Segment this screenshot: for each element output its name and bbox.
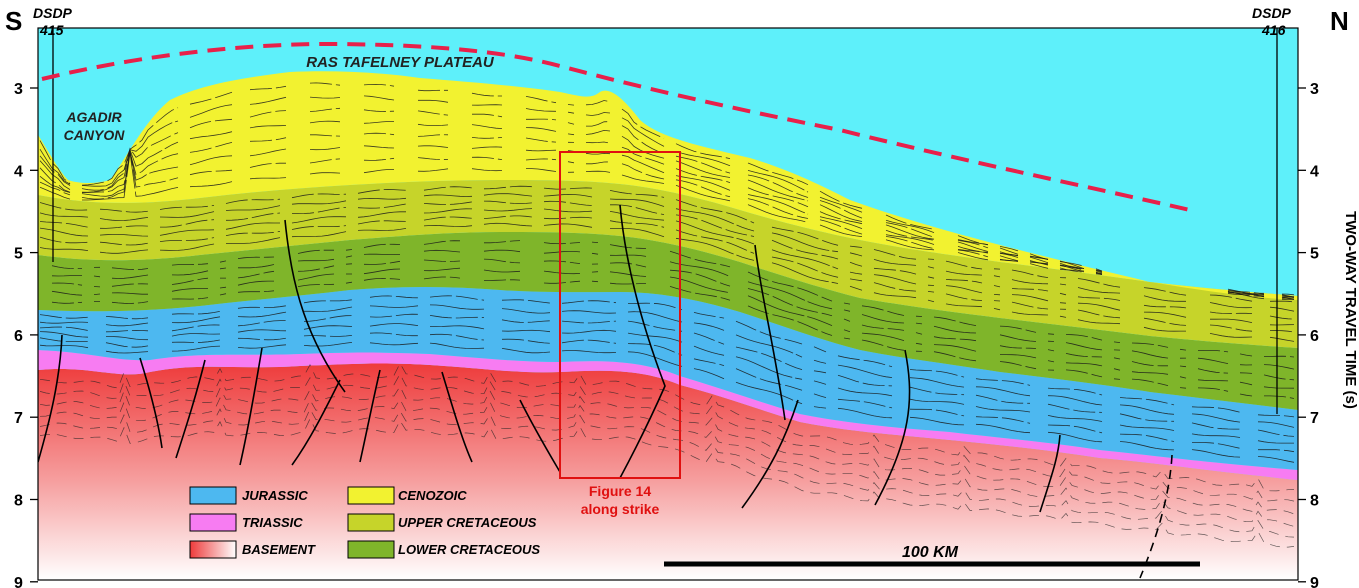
basement-reflector <box>39 418 1295 548</box>
fault-line <box>239 347 263 466</box>
tick-label-right: 6 <box>1310 328 1319 345</box>
basement-reflector <box>39 362 1295 492</box>
tick-label-right: 8 <box>1310 493 1319 510</box>
axis-ticks: 3 3 4 4 5 5 6 6 7 7 8 8 9 9 <box>14 81 1319 588</box>
seismic-reflectors <box>39 82 1295 548</box>
fault-line <box>359 369 381 463</box>
reflector-line <box>51 267 1295 389</box>
tick-label-left: 3 <box>14 81 23 98</box>
tick-label-right: 4 <box>1310 163 1319 180</box>
canyon-label-line1: AGADIR <box>65 109 122 125</box>
reflector-line <box>39 185 1295 303</box>
tick-label-left: 5 <box>14 246 23 263</box>
fault-line <box>38 334 63 463</box>
reflector-line <box>51 240 1295 358</box>
reflector-line <box>39 295 1295 418</box>
fault-line <box>874 349 911 506</box>
fault-line <box>741 399 799 509</box>
strata <box>38 28 1298 580</box>
south-label: S <box>5 6 22 36</box>
fault-line <box>441 371 473 463</box>
tick-label-left: 7 <box>14 410 23 427</box>
fault-line <box>519 399 561 473</box>
legend-swatch-upper-cretaceous <box>347 513 395 532</box>
figure-14-box <box>559 151 681 479</box>
reflector-line <box>39 82 1295 296</box>
triassic-unit <box>38 350 1298 480</box>
reflector-line <box>39 193 1295 312</box>
fault-line <box>139 357 163 449</box>
legend-label-upper-cretaceous: UPPER CRETACEOUS <box>398 515 537 530</box>
canyon-label-line2: CANYON <box>64 127 126 143</box>
well-415-name: DSDP <box>33 5 73 21</box>
reflector-line <box>39 304 1295 428</box>
reflector-line <box>39 215 1295 333</box>
legend-swatch-triassic <box>189 513 237 532</box>
fault-line <box>175 359 206 459</box>
reflector-line <box>39 120 1295 298</box>
fault-line <box>1039 434 1061 513</box>
reflector-line <box>51 276 1295 399</box>
legend-swatch-cenozoic <box>347 486 395 505</box>
basement-reflector <box>39 385 1295 515</box>
reflector-line <box>39 95 1295 298</box>
fault-line <box>291 379 341 466</box>
reflector-line <box>39 200 1295 320</box>
fault-line <box>754 244 786 421</box>
cenozoic-unit <box>38 71 1298 300</box>
reflector-line <box>39 208 1295 326</box>
upper-cretaceous-unit <box>38 180 1298 348</box>
scale-label: 100 KM <box>902 544 959 561</box>
reflector-line <box>51 249 1295 370</box>
north-label: N <box>1330 6 1349 36</box>
legend-swatch-lower-cretaceous <box>347 540 395 559</box>
reflector-line <box>39 152 1294 300</box>
tick-label-right: 3 <box>1310 81 1319 98</box>
fault-line <box>284 219 346 393</box>
tick-label-left: 9 <box>14 575 23 588</box>
legend-label-cenozoic: CENOZOIC <box>398 488 467 503</box>
reflector-line <box>51 258 1295 381</box>
reflector-line <box>39 332 1295 453</box>
plateau-label: RAS TAFELNEY PLATEAU <box>306 54 495 71</box>
tick-label-right: 9 <box>1310 575 1319 588</box>
plot-frame <box>37 27 1299 581</box>
legend-label-basement: BASEMENT <box>242 542 316 557</box>
legend: JURASSIC CENOZOIC TRIASSIC UPPER CRETACE… <box>189 486 540 559</box>
well-416-number: 416 <box>1261 22 1286 38</box>
figure-label-line2: along strike <box>581 501 660 517</box>
fault-line <box>619 204 666 479</box>
tick-label-left: 4 <box>14 163 23 180</box>
figure-label-line1: Figure 14 <box>589 483 651 499</box>
reflector-line <box>39 313 1295 437</box>
tick-label-left: 6 <box>14 328 23 345</box>
tick-label-right: 7 <box>1310 410 1319 427</box>
reflector-line <box>39 323 1294 444</box>
basement-reflector <box>39 373 1295 502</box>
jurassic-unit <box>38 287 1298 470</box>
tick-label-right: 5 <box>1310 246 1319 263</box>
tick-label-left: 8 <box>14 493 23 510</box>
axis-title: TWO-WAY TRAVEL TIME (s) <box>1342 211 1359 409</box>
legend-label-triassic: TRIASSIC <box>242 515 303 530</box>
well-416-name: DSDP <box>1252 5 1292 21</box>
legend-label-jurassic: JURASSIC <box>242 488 308 503</box>
legend-label-lower-cretaceous: LOWER CRETACEOUS <box>398 542 540 557</box>
legend-swatch-basement <box>189 540 237 559</box>
well-415-number: 415 <box>39 22 64 38</box>
legend-swatch-jurassic <box>189 486 237 505</box>
lower-cretaceous-unit <box>38 232 1298 410</box>
reflector-line <box>39 222 1295 342</box>
reflector-line <box>39 342 1295 463</box>
